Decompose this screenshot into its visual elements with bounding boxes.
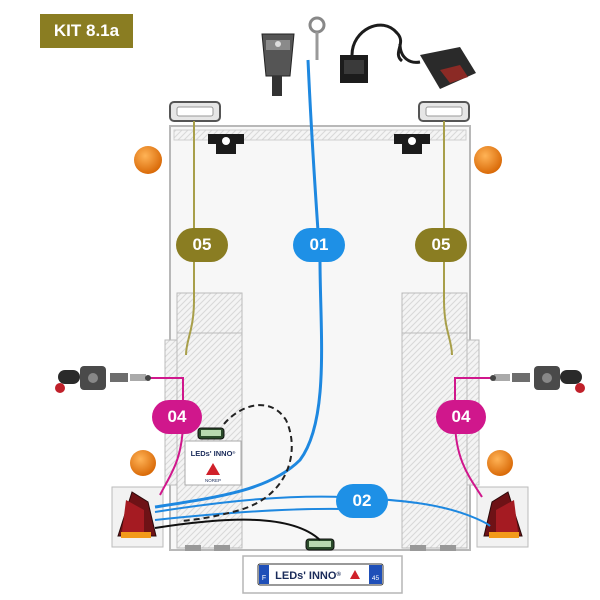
cable-05-left [185,121,195,356]
trailer-plug-icon [261,33,295,96]
left-rear-triangle-lamp-icon [111,486,164,548]
plate-text: LEDs' INNO® [275,570,341,582]
left-rear-reflector-icon [130,450,156,476]
kit-label: KIT 8.1a [40,14,133,48]
right-front-reflector-icon [474,146,502,174]
left-side-marker-lamp-icon [55,366,146,393]
label-02: 02 [336,484,388,518]
label-05-right: 05 [415,228,467,262]
ground-ring-icon [308,16,326,60]
right-mount-bracket-icon [394,134,430,154]
socket-housing-icon [398,43,476,89]
left-mount-bracket-icon [208,134,244,154]
right-side-marker-lamp-icon [494,366,585,393]
label-01: 01 [293,228,345,262]
license-plate: F LEDs' INNO® 45 [242,555,403,594]
leds-inno-card: LEDs' INNO® NOREP [184,440,242,486]
plate-number: 45 [372,575,380,582]
socket-icon [340,23,404,83]
cable-black [154,518,321,541]
label-04-left: 04 [152,400,202,434]
label-04-right: 04 [436,400,486,434]
plate-lamp-icon [305,538,335,551]
spare-plate-lamp-icon [197,427,225,440]
left-front-reflector-icon [134,146,162,174]
label-05-left: 05 [176,228,228,262]
plate-country: F [262,575,266,582]
cable-01 [154,59,324,509]
cable-05-right [443,121,453,356]
card-sub: NOREP [205,478,221,483]
dashed-spare-cable [179,404,293,522]
right-rear-reflector-icon [487,450,513,476]
left-front-marker-lamp-icon [169,101,221,122]
cable-joint-left [145,375,151,381]
right-front-marker-lamp-icon [418,101,470,122]
card-brand: LEDs' INNO® [191,449,236,458]
cable-joint-right [490,375,496,381]
right-rear-triangle-lamp-icon [476,486,529,548]
